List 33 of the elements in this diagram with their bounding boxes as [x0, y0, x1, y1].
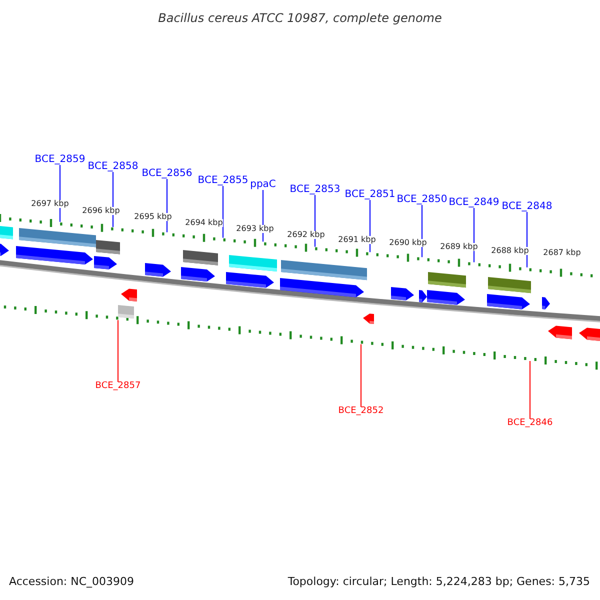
- leader-line: [314, 194, 316, 248]
- gene-label: BCE_2858: [88, 162, 138, 172]
- scale-label: 2694 kbp: [185, 219, 223, 227]
- leader-line: [222, 186, 224, 238]
- scale-label: 2691 kbp: [338, 236, 376, 244]
- scale-label: 2696 kbp: [82, 207, 120, 215]
- gene-label: BCE_2846: [507, 419, 553, 428]
- scale-ruler: [4, 304, 598, 371]
- gene-label: BCE_2856: [142, 169, 192, 179]
- gene-label: BCE_2859: [34, 155, 86, 165]
- scale-label: 2695 kbp: [134, 213, 172, 221]
- leader-line: [112, 172, 114, 228]
- gene-label: BCE_2855: [198, 176, 248, 186]
- scale-label: 2697 kbp: [31, 200, 69, 208]
- gene-label: ppaC: [250, 180, 276, 190]
- scale-label: 2689 kbp: [440, 243, 478, 251]
- gene-label: BCE_2852: [338, 407, 384, 416]
- accession-text: Accession: NC_003909: [9, 576, 134, 587]
- gene-label: BCE_2849: [448, 198, 500, 208]
- leader-line: [360, 344, 362, 408]
- scale-label: 2690 kbp: [389, 239, 427, 247]
- scale-label: 2688 kbp: [491, 247, 529, 255]
- scale-label: 2693 kbp: [236, 225, 274, 233]
- gene-label: BCE_2853: [290, 185, 340, 195]
- gene-label: BCE_2848: [502, 202, 552, 212]
- scale-label: 2687 kbp: [543, 249, 581, 257]
- gene-label: BCE_2850: [396, 195, 448, 205]
- genome-info-text: Topology: circular; Length: 5,224,283 bp; Genes: 5,735: [288, 576, 590, 587]
- leader-line: [526, 212, 528, 268]
- title: Bacillus cereus ATCC 10987, complete genome: [158, 12, 442, 24]
- gene-label: BCE_2857: [95, 382, 141, 391]
- scale-label: 2692 kbp: [287, 231, 325, 239]
- gene-label: BCE_2851: [344, 190, 396, 200]
